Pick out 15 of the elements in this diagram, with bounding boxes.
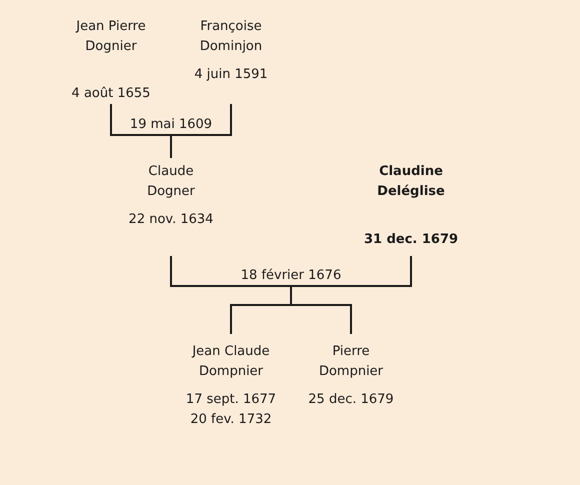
connector-line	[290, 256, 412, 334]
person-name: Pierre Dompnier	[318, 343, 384, 381]
date-text: 4 août 1655	[72, 85, 150, 103]
date-text: 4 juin 1591	[194, 66, 268, 84]
date-text: 31 dec. 1679	[364, 231, 458, 249]
person-name: Claude Dogner	[146, 163, 196, 201]
person-name: Françoise Dominjon	[198, 18, 264, 56]
date-text: 20 fev. 1732	[190, 411, 272, 429]
person-name: Claudine Deléglise	[376, 163, 446, 201]
date-text: 22 nov. 1634	[128, 211, 214, 229]
connector-line	[170, 104, 232, 158]
date-text: 25 dec. 1679	[308, 391, 394, 409]
person-name: Jean Pierre Dognier	[74, 18, 147, 56]
person-name: Jean Claude Dompnier	[190, 343, 271, 381]
date-text: 17 sept. 1677	[186, 391, 276, 409]
